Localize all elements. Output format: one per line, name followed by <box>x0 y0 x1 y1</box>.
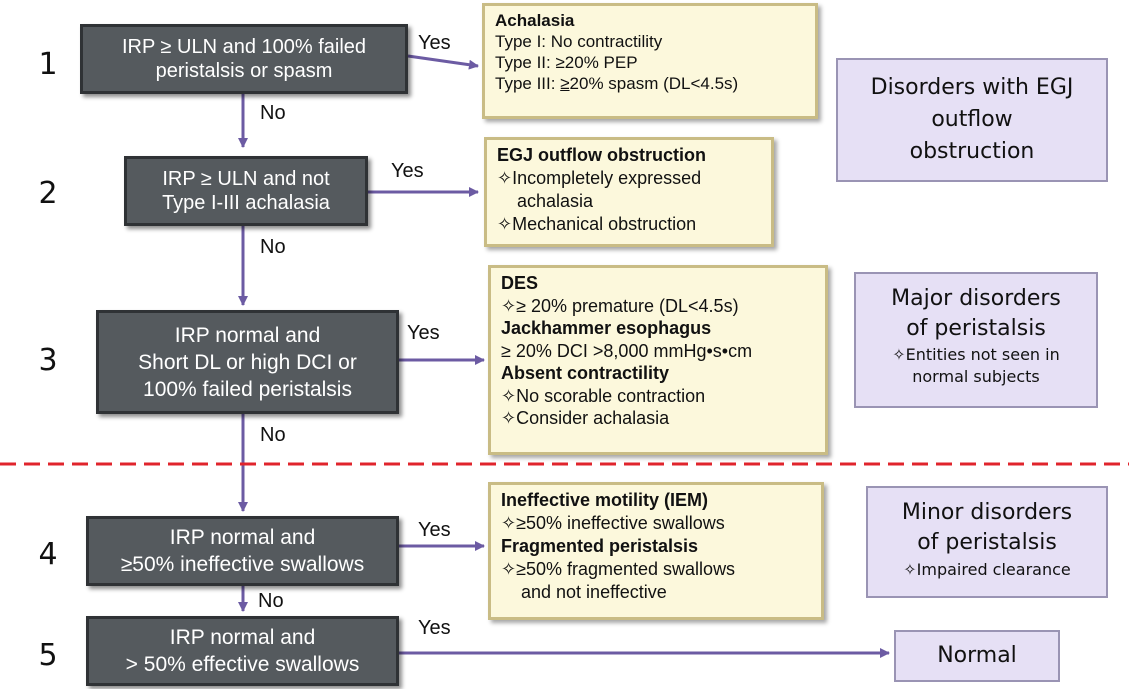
absent-title: Absent contractility <box>501 363 670 383</box>
arrow-1-yes <box>407 54 479 70</box>
achalasia-type3-ge: ≥ <box>560 74 570 93</box>
category-major-disorders: Major disorders of peristalsis ✧Entities… <box>854 272 1098 408</box>
minor-category-line-1: Minor disorders <box>901 500 1073 525</box>
result-egj-obstruction: EGJ outflow obstruction ✧Incompletely ex… <box>484 137 774 247</box>
result-normal: Normal <box>894 630 1060 682</box>
achalasia-type2: Type II: ≥20% PEP <box>495 53 638 72</box>
category-egj-outflow: Disorders with EGJ outflow obstruction <box>836 58 1108 182</box>
step-number-2: 2 <box>38 176 58 211</box>
result-major-disorders: DES ✧≥ 20% premature (DL<4.5s) Jackhamme… <box>488 265 828 455</box>
decision-3-line-1: IRP normal and <box>174 323 321 347</box>
major-category-note-cont: normal subjects <box>912 367 1040 386</box>
egj-category-line-2: outflow <box>931 107 1013 132</box>
decision-3-line-3: 100% failed peristalsis <box>143 377 352 401</box>
no-label-1: No <box>260 102 286 124</box>
absent-item-2: ✧Consider achalasia <box>501 408 670 428</box>
no-label-2: No <box>260 236 286 258</box>
step-number-1: 1 <box>38 47 58 82</box>
iem-item: ✧≥50% ineffective swallows <box>501 513 725 533</box>
decision-box-1: IRP ≥ ULN and 100% failed peristalsis or… <box>80 24 408 94</box>
yes-label-4: Yes <box>418 519 451 541</box>
achalasia-type3: Type III: ≥20% spasm (DL<4.5s) <box>495 73 805 94</box>
major-category-line-1: Major disorders <box>891 286 1061 311</box>
jackhammer-item: ≥ 20% DCI >8,000 mmHg•s•cm <box>501 340 753 361</box>
step-number-3: 3 <box>38 343 58 378</box>
step-number-4: 4 <box>38 537 58 572</box>
egj-item-1-cont: achalasia <box>517 191 594 211</box>
fragmented-item: ✧≥50% fragmented swallows <box>501 559 736 579</box>
achalasia-type1: Type I: No contractility <box>495 32 663 51</box>
iem-title: Ineffective motility (IEM) <box>501 490 709 510</box>
yes-label-2: Yes <box>391 160 424 182</box>
achalasia-type3-prefix: Type III: <box>495 74 561 93</box>
des-item: ✧≥ 20% premature (DL<4.5s) <box>501 295 739 316</box>
decision-4-line-1: IRP normal and <box>169 526 316 549</box>
jackhammer-title: Jackhammer esophagus <box>501 318 712 338</box>
decision-box-4: IRP normal and ≥50% ineffective swallows <box>86 516 399 586</box>
decision-box-5: IRP normal and > 50% effective swallows <box>86 616 399 686</box>
decision-4-line-2: ≥50% ineffective swallows <box>120 553 365 576</box>
egj-item-2: ✧Mechanical obstruction <box>497 214 697 234</box>
egj-category-line-3: obstruction <box>909 139 1035 164</box>
achalasia-type3-rest: 20% spasm (DL<4.5s) <box>569 74 739 93</box>
egj-category-line-1: Disorders with EGJ <box>870 75 1074 100</box>
yes-label-1: Yes <box>418 32 451 54</box>
yes-label-5: Yes <box>418 617 451 639</box>
decision-2-line-1: IRP ≥ ULN and not <box>162 168 330 190</box>
yes-label-3: Yes <box>407 322 440 344</box>
minor-category-line-2: of peristalsis <box>917 530 1057 555</box>
no-label-4: No <box>258 590 284 612</box>
major-category-line-2: of peristalsis <box>906 316 1046 341</box>
result-achalasia: Achalasia Type I: No contractility Type … <box>482 3 818 119</box>
no-label-3: No <box>260 424 286 446</box>
decision-5-line-2: > 50% effective swallows <box>125 653 360 676</box>
fragmented-item-cont: and not ineffective <box>521 582 667 602</box>
fragmented-title: Fragmented peristalsis <box>501 536 699 556</box>
des-title: DES <box>501 273 539 293</box>
result-minor-disorders: Ineffective motility (IEM) ✧≥50% ineffec… <box>488 482 824 620</box>
decision-1-line-1: IRP ≥ ULN and 100% failed <box>121 36 367 58</box>
achalasia-title: Achalasia <box>495 11 575 30</box>
decision-5-line-1: IRP normal and <box>169 626 316 649</box>
decision-2-line-2: Type I-III achalasia <box>162 192 330 214</box>
minor-category-note: ✧Impaired clearance <box>903 560 1071 579</box>
egj-item-1: ✧Incompletely expressed <box>497 168 702 188</box>
decision-box-2: IRP ≥ ULN and not Type I-III achalasia <box>124 156 368 226</box>
decision-1-line-2: peristalsis or spasm <box>155 60 333 82</box>
major-category-note: ✧Entities not seen in <box>892 345 1060 364</box>
egj-title: EGJ outflow obstruction <box>497 145 706 165</box>
absent-item-1: ✧No scorable contraction <box>501 385 706 406</box>
decision-3-line-2: Short DL or high DCI or <box>138 350 357 374</box>
category-minor-disorders: Minor disorders of peristalsis ✧Impaired… <box>866 486 1108 598</box>
step-number-5: 5 <box>38 638 58 673</box>
normal-label: Normal <box>937 643 1017 668</box>
decision-box-3: IRP normal and Short DL or high DCI or 1… <box>96 310 399 414</box>
